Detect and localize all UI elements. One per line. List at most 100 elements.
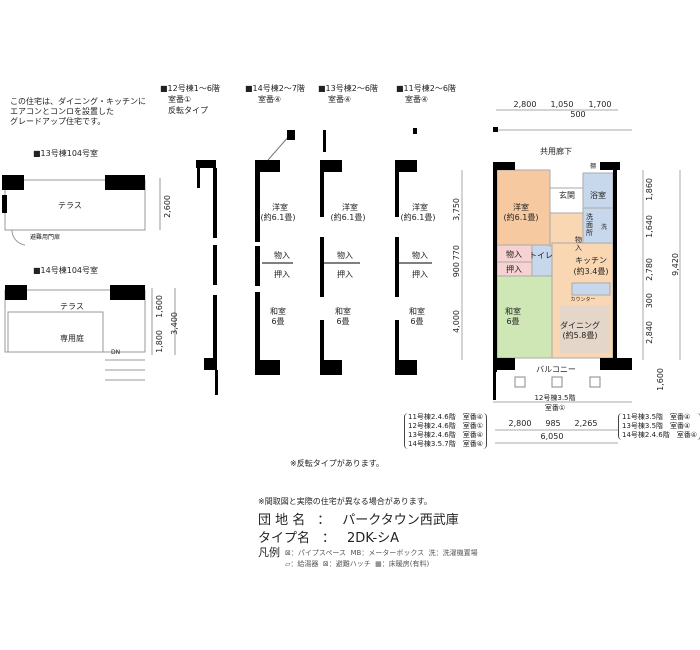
bottom-dim-3: 2,265 bbox=[574, 419, 598, 428]
estate-row: 団 地 名 ： パークタウン西武庫 bbox=[258, 513, 459, 529]
counter-label: カウンター bbox=[570, 297, 596, 303]
top-dim-4: 500 bbox=[570, 110, 586, 119]
separator: ： bbox=[322, 531, 336, 546]
bottom-dim-1: 2,800 bbox=[508, 419, 532, 428]
room-kitchen-size: (約3.4畳) bbox=[573, 267, 609, 276]
legend-item: ：避難ハッチ bbox=[328, 560, 371, 568]
strip-plan-11 bbox=[395, 128, 432, 375]
strip11-western: 洋室 bbox=[412, 203, 428, 212]
room-storage-2: 物入 bbox=[575, 236, 582, 252]
strip13-western-size: (約6.1畳) bbox=[330, 213, 366, 222]
legend-item: MB：メーターボックス bbox=[350, 549, 425, 557]
strip13-japanese-size: 6畳 bbox=[336, 317, 350, 326]
right-dim-6: 2,840 bbox=[645, 321, 654, 344]
estate-name: パークタウン西武庫 bbox=[342, 513, 459, 528]
legend-row-1: ⊠：パイプスペース MB：メーターボックス 洗：洗濯機置場 bbox=[285, 548, 478, 558]
legend-item: ：給湯器 bbox=[290, 560, 319, 568]
variant-12-room: 室番① bbox=[168, 95, 192, 104]
room-bath: 浴室 bbox=[590, 191, 606, 200]
left-dim-1: 3,750 bbox=[452, 198, 461, 221]
room-entrance: 玄関 bbox=[559, 191, 575, 200]
variant-11-room: 室番④ bbox=[405, 95, 429, 104]
unit-14-terrace: テラス bbox=[60, 302, 84, 311]
estate-label: 団 地 名 bbox=[258, 513, 306, 528]
unit-13-title: ■13号棟104号室 bbox=[33, 149, 99, 158]
list-item: 12号棟2.4.6階 室番① bbox=[408, 422, 483, 430]
right-dim-7: 1,600 bbox=[656, 368, 665, 391]
intro-line-2: エアコンとコンロを設置した bbox=[10, 107, 114, 116]
list-item: 14号棟2.4.6階 室番④ bbox=[622, 431, 697, 439]
shelf-label: 棚 bbox=[590, 163, 597, 170]
room-japanese: 和室 bbox=[505, 307, 521, 316]
reverse-note: ※反転タイプがあります。 bbox=[290, 459, 384, 468]
top-dim-2: 1,050 bbox=[550, 100, 574, 109]
legend-item: ：床暖房(有料) bbox=[381, 560, 430, 568]
bottom-dim-total: 6,050 bbox=[540, 432, 564, 441]
intro-line-1: この住宅は、ダイニング・キッチンに bbox=[10, 97, 146, 106]
right-dim-5: 300 bbox=[645, 293, 654, 309]
separator: ： bbox=[317, 513, 331, 528]
variant-13-room: 室番④ bbox=[328, 95, 352, 104]
list-item: 11号棟2.4.6階 室番④ bbox=[408, 413, 483, 421]
strip14-closet: 押入 bbox=[274, 270, 290, 279]
room-closet: 押入 bbox=[506, 265, 522, 274]
legend-item: 洗：洗濯機置場 bbox=[428, 549, 478, 557]
room-western: 洋室 bbox=[513, 203, 529, 212]
left-dim-4: 4,000 bbox=[452, 310, 461, 333]
room-kitchen: キッチン bbox=[575, 256, 607, 265]
main-plan bbox=[461, 109, 681, 444]
strip14-western-size: (約6.1畳) bbox=[260, 213, 296, 222]
strip14-western: 洋室 bbox=[272, 203, 288, 212]
type-row: タイプ名 ： 2DK-シA bbox=[258, 531, 399, 547]
left-dim-2: 900 bbox=[452, 262, 461, 278]
unit-13-gate: 避難用門扉 bbox=[30, 234, 61, 241]
room-japanese-size: 6畳 bbox=[506, 317, 520, 326]
escape-hatch-icon: ⊠ bbox=[322, 560, 329, 568]
washer-label: 洗 bbox=[601, 224, 608, 231]
unit-13-terrace: テラス bbox=[58, 201, 82, 210]
room-western-size: (約6.1畳) bbox=[503, 213, 539, 222]
strip11-japanese-size: 6畳 bbox=[410, 317, 424, 326]
top-dim-3: 1,700 bbox=[588, 100, 612, 109]
strip-plan-14 bbox=[255, 130, 295, 375]
strip-plan-12 bbox=[196, 160, 218, 395]
list-item: 14号棟3.5.7階 室番④ bbox=[408, 440, 483, 448]
type-name: 2DK-シA bbox=[347, 531, 400, 546]
strip11-western-size: (約6.1畳) bbox=[400, 213, 436, 222]
strip13-japanese: 和室 bbox=[335, 307, 351, 316]
strip14-storage: 物入 bbox=[274, 251, 290, 260]
strip13-storage: 物入 bbox=[337, 251, 353, 260]
strip11-closet: 押入 bbox=[412, 270, 428, 279]
unit-13-dim: 2,600 bbox=[163, 195, 172, 218]
unit-14-dim-3: 3,400 bbox=[170, 312, 179, 335]
strip14-japanese: 和室 bbox=[270, 307, 286, 316]
list-item: 11号棟3.5階 室番④ bbox=[622, 413, 691, 421]
list-item: 13号棟3.5階 室番④ bbox=[622, 422, 691, 430]
left-applicable-list: 11号棟2.4.6階 室番④ 12号棟2.4.6階 室番① 13号棟2.4.6階… bbox=[404, 413, 487, 449]
variant-12-title: ■12号棟1～6階 bbox=[160, 84, 220, 93]
variant-14-room: 室番④ bbox=[258, 95, 282, 104]
water-heater-icon: ▱ bbox=[285, 560, 291, 568]
unit-14-dim-2: 1,800 bbox=[155, 330, 164, 353]
strip11-japanese: 和室 bbox=[409, 307, 425, 316]
type-label: タイプ名 bbox=[258, 531, 311, 546]
below-label-1: 12号棟3.5階 bbox=[534, 394, 576, 402]
unit-14-dn: DN bbox=[111, 349, 121, 356]
right-dim-3: 2,780 bbox=[645, 258, 654, 281]
below-label-2: 室番① bbox=[544, 404, 566, 412]
right-dim-2: 1,640 bbox=[645, 215, 654, 238]
balcony-label: バルコニー bbox=[536, 365, 576, 374]
floor-heating-icon: ▦ bbox=[375, 560, 382, 568]
variant-11-title: ■11号棟2～6階 bbox=[396, 84, 456, 93]
right-applicable-list: 11号棟3.5階 室番④ 13号棟3.5階 室番④ 14号棟2.4.6階 室番④ bbox=[618, 413, 700, 440]
unit-14-title: ■14号棟104号室 bbox=[33, 266, 99, 275]
legend-item: ：パイプスペース bbox=[290, 549, 347, 557]
unit-14-104-terrace-plan bbox=[4, 285, 176, 381]
corridor-label: 共用廊下 bbox=[540, 147, 572, 156]
unit-14-dim-1: 1,600 bbox=[155, 295, 164, 318]
legend-label: 凡例 bbox=[258, 546, 280, 559]
disclaimer: ※間取図と実際の住宅が異なる場合があります。 bbox=[258, 497, 432, 506]
variant-14-title: ■14号棟2～7階 bbox=[245, 84, 305, 93]
